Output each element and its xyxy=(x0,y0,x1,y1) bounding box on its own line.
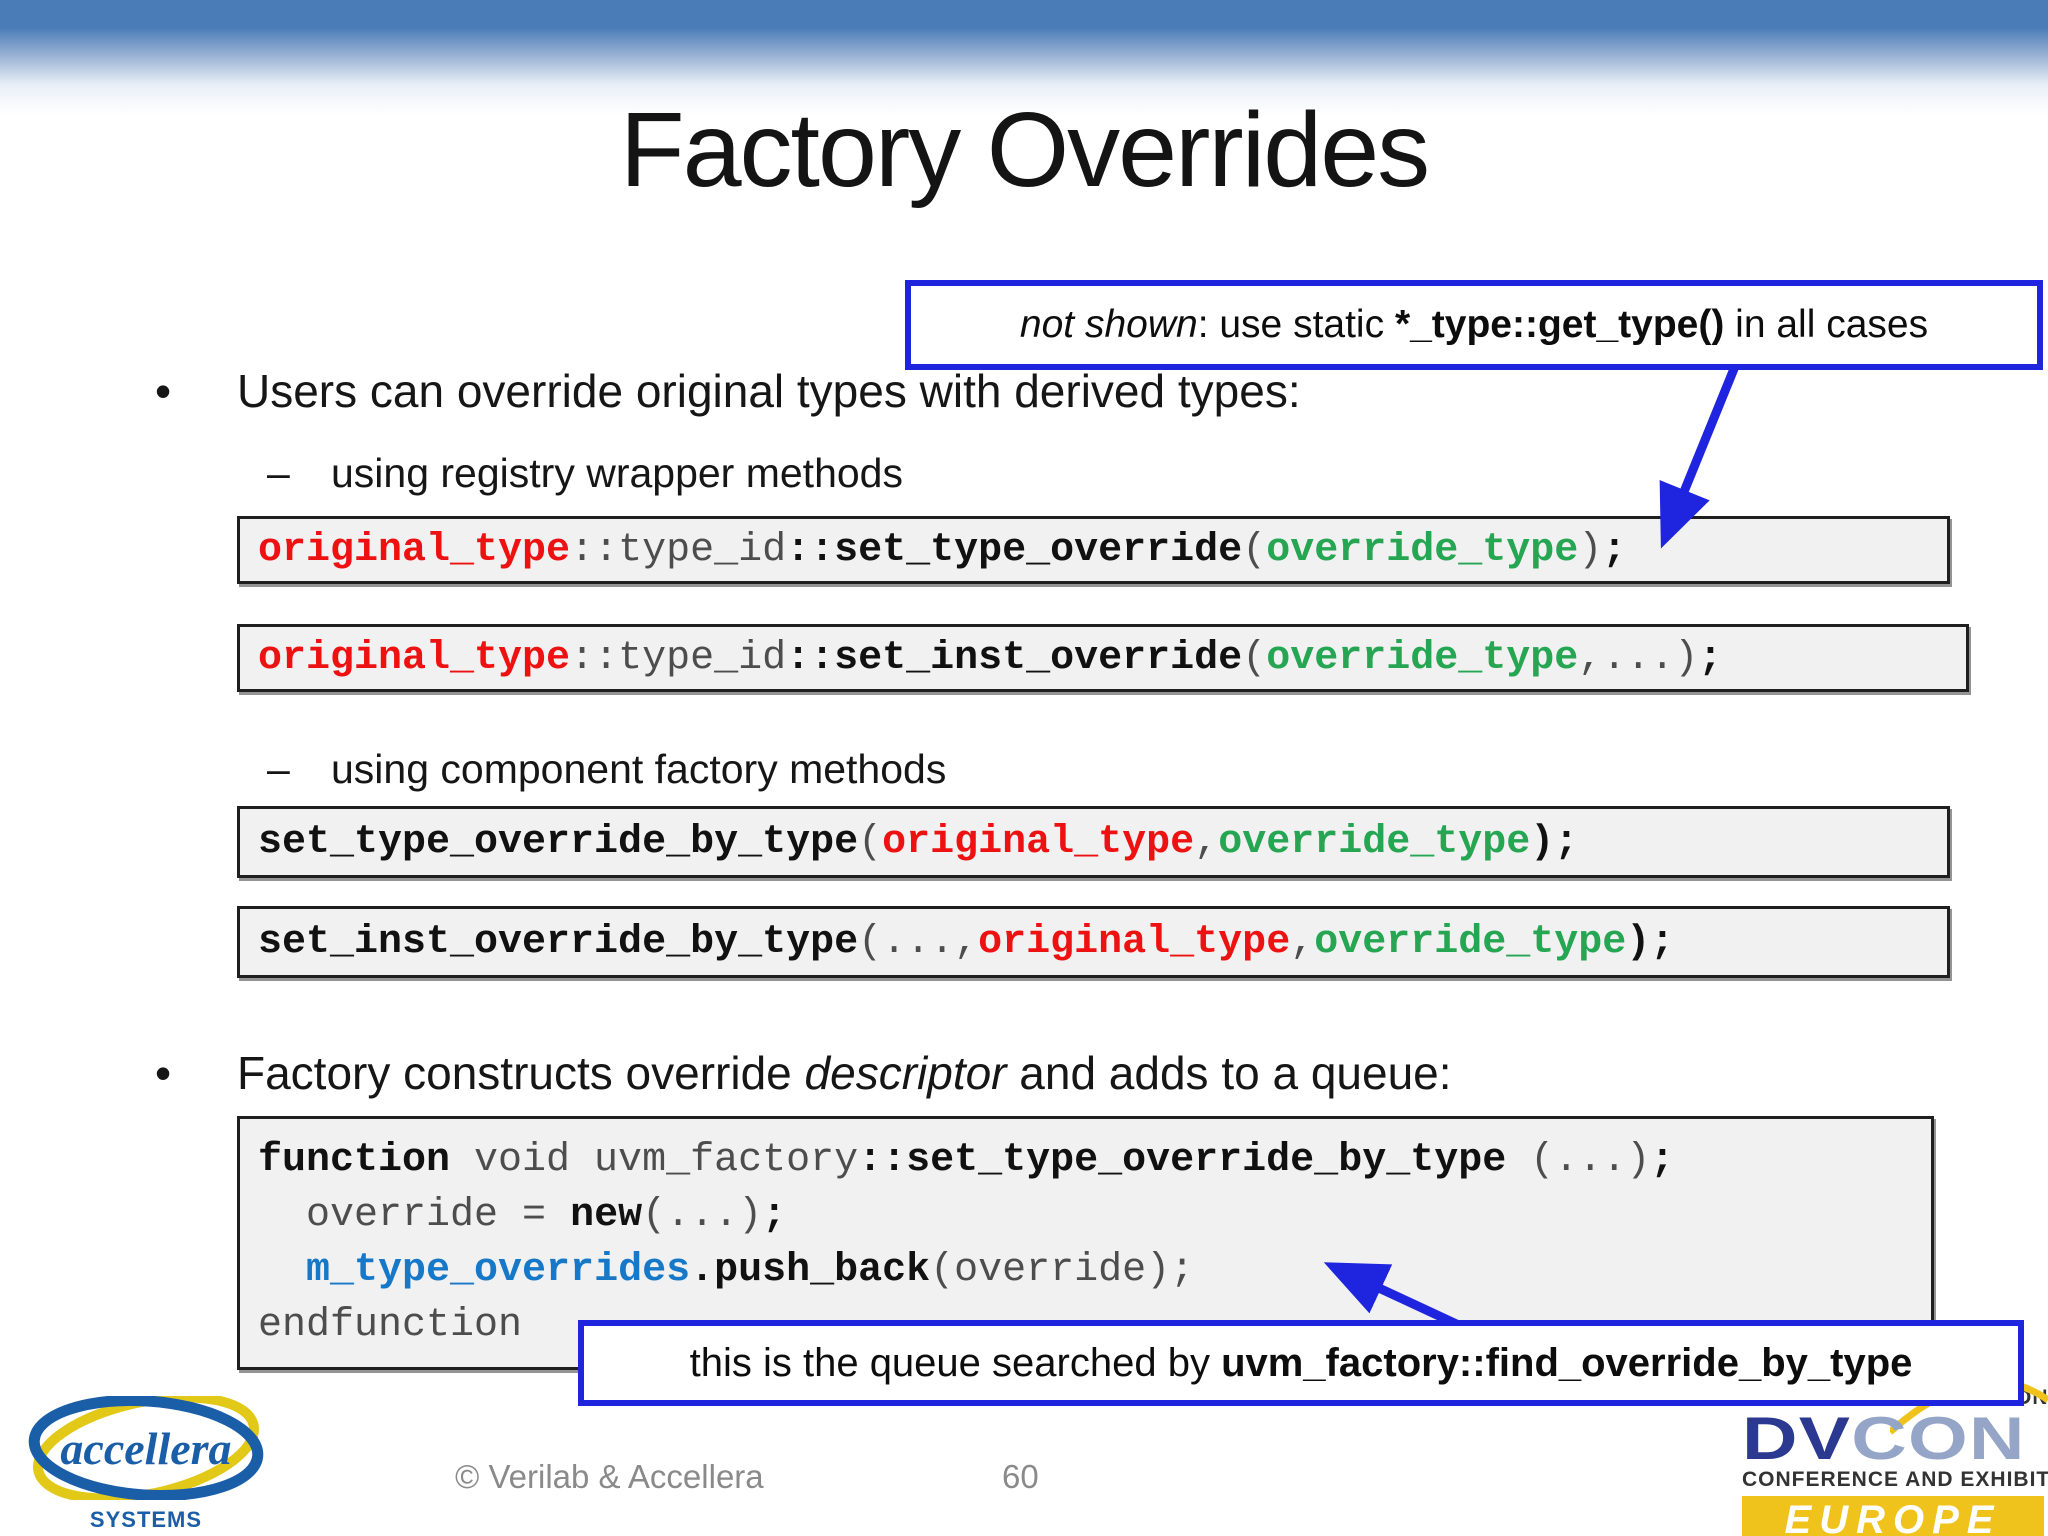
bullet-factory-constructs-text: Factory constructs override descriptor a… xyxy=(237,1046,1452,1100)
dash-icon: – xyxy=(267,450,290,496)
code-line: endfunction xyxy=(258,1298,1931,1353)
code-segment: ,...) xyxy=(1578,635,1699,681)
code-segment: override = xyxy=(258,1193,571,1238)
code-segment: ) xyxy=(1578,527,1603,573)
code-segment: original_type xyxy=(978,919,1291,965)
callout-not-shown-tail: in all cases xyxy=(1724,303,1929,346)
bullet2-descriptor-italic: descriptor xyxy=(804,1047,1007,1099)
code-segment: set_inst_override_by_type xyxy=(258,919,859,965)
code-segment: (...) xyxy=(642,1193,763,1238)
code-box-set-inst-override: original_type::type_id::set_inst_overrid… xyxy=(237,624,1969,692)
subbullet-registry-wrapper-text: using registry wrapper methods xyxy=(331,450,903,496)
page-number: 60 xyxy=(1002,1458,1039,1495)
header-gradient-band xyxy=(0,0,2048,115)
dvcon-europe-banner: EUROPE xyxy=(1742,1496,2044,1536)
code-segment: , xyxy=(1194,819,1219,865)
code-line: m_type_overrides.push_back(override); xyxy=(258,1243,1931,1298)
code-line: original_type::type_id::set_type_overrid… xyxy=(258,523,1947,578)
bullet-icon: • xyxy=(155,365,172,417)
code-line: set_type_override_by_type(original_type,… xyxy=(258,815,1947,870)
callout-queue-searched: this is the queue searched by uvm_factor… xyxy=(578,1320,2024,1406)
code-segment: ; xyxy=(1650,1138,1675,1183)
dvcon-con: CON xyxy=(1851,1405,2026,1472)
code-segment: override_type xyxy=(1266,527,1579,573)
code-segment: override_type xyxy=(1266,635,1579,681)
code-segment: .push_back xyxy=(690,1248,931,1293)
code-segment: ( xyxy=(1242,527,1267,573)
code-box-set-inst-override-by-type: set_inst_override_by_type(...,original_t… xyxy=(237,906,1950,978)
code-segment: set_type_override_by_type xyxy=(258,819,859,865)
code-segment: ::set_type_override xyxy=(786,527,1243,573)
code-segment: , xyxy=(1290,919,1315,965)
code-segment: new xyxy=(570,1193,643,1238)
code-segment: ); xyxy=(1626,919,1675,965)
bullet-factory-constructs: • Factory constructs override descriptor… xyxy=(155,1046,1452,1100)
code-segment: endfunction xyxy=(258,1303,523,1348)
accellera-tagline: SYSTEMS INITIATIVE xyxy=(86,1507,206,1536)
code-segment: ::set_inst_override xyxy=(786,635,1243,681)
code-segment: ; xyxy=(1698,635,1723,681)
code-box-set-type-override-by-type: set_type_override_by_type(original_type,… xyxy=(237,806,1950,878)
code-segment: ::type_id xyxy=(570,527,787,573)
dvcon-dv: DV xyxy=(1742,1405,1852,1472)
code-segment: override_type xyxy=(1314,919,1627,965)
code-line: function void uvm_factory::set_type_over… xyxy=(258,1133,1931,1188)
code-segment: ::set_type_override_by_type xyxy=(858,1138,1507,1183)
callout-queue-lead: this is the queue searched by xyxy=(689,1340,1222,1385)
subbullet-component-factory-text: using component factory methods xyxy=(331,746,947,792)
dash-icon: – xyxy=(267,746,290,792)
code-segment: ::type_id xyxy=(570,635,787,681)
callout-not-shown-italic: not shown xyxy=(1019,303,1198,346)
bullet2-pre: Factory constructs override xyxy=(237,1047,805,1099)
code-segment: ; xyxy=(762,1193,787,1238)
code-segment: (...) xyxy=(1506,1138,1651,1183)
accellera-wordmark: accellera xyxy=(60,1423,231,1474)
accellera-swoosh-icon: accellera xyxy=(28,1392,264,1504)
accellera-logo: accellera SYSTEMS INITIATIVE xyxy=(28,1392,264,1536)
code-segment: original_type xyxy=(882,819,1195,865)
page-title: Factory Overrides xyxy=(619,91,1430,209)
code-segment: original_type xyxy=(258,527,571,573)
bullet-users-override-text: Users can override original types with d… xyxy=(237,365,1301,417)
subbullet-registry-wrapper: – using registry wrapper methods xyxy=(267,450,903,497)
dvcon-logo: DESIGN AND VERIFICATION DVCON CONFERENCE… xyxy=(1742,1378,2048,1536)
code-box-uvm-factory-function: function void uvm_factory::set_type_over… xyxy=(237,1116,1934,1370)
code-segment: original_type xyxy=(258,635,571,681)
callout-not-shown: not shown: use static *_type::get_type()… xyxy=(905,280,2043,370)
code-segment: ; xyxy=(1602,527,1627,573)
code-segment: function xyxy=(258,1138,451,1183)
code-line: original_type::type_id::set_inst_overrid… xyxy=(258,631,1966,686)
code-segment: m_type_overrides xyxy=(306,1248,691,1293)
code-box-set-type-override: original_type::type_id::set_type_overrid… xyxy=(237,516,1950,584)
code-segment xyxy=(258,1248,306,1293)
code-segment: ( xyxy=(858,819,883,865)
code-segment: (override); xyxy=(930,1248,1195,1293)
callout-not-shown-mid: : use static xyxy=(1197,303,1395,346)
dvcon-europe-text: EUROPE xyxy=(1784,1497,2002,1536)
dvcon-wordmark: DVCON xyxy=(1742,1409,2026,1469)
subbullet-component-factory: – using component factory methods xyxy=(267,746,946,793)
bullet-icon: • xyxy=(155,1047,172,1099)
code-segment: override_type xyxy=(1218,819,1531,865)
callout-not-shown-bold: *_type::get_type() xyxy=(1394,303,1725,346)
callout-queue-bold: uvm_factory::find_override_by_type xyxy=(1221,1340,1913,1385)
copyright-text: © Verilab & Accellera xyxy=(455,1458,764,1495)
code-segment: (..., xyxy=(858,919,979,965)
dvcon-conference-exhibition: CONFERENCE AND EXHIBITION xyxy=(1742,1468,2048,1491)
code-segment: void uvm_factory xyxy=(450,1138,859,1183)
bullet-users-override: • Users can override original types with… xyxy=(155,364,1301,418)
code-segment: ( xyxy=(1242,635,1267,681)
bullet2-post: and adds to a queue: xyxy=(1006,1047,1452,1099)
code-line: override = new(...); xyxy=(258,1188,1931,1243)
code-segment: ); xyxy=(1530,819,1579,865)
code-line: set_inst_override_by_type(...,original_t… xyxy=(258,915,1947,970)
